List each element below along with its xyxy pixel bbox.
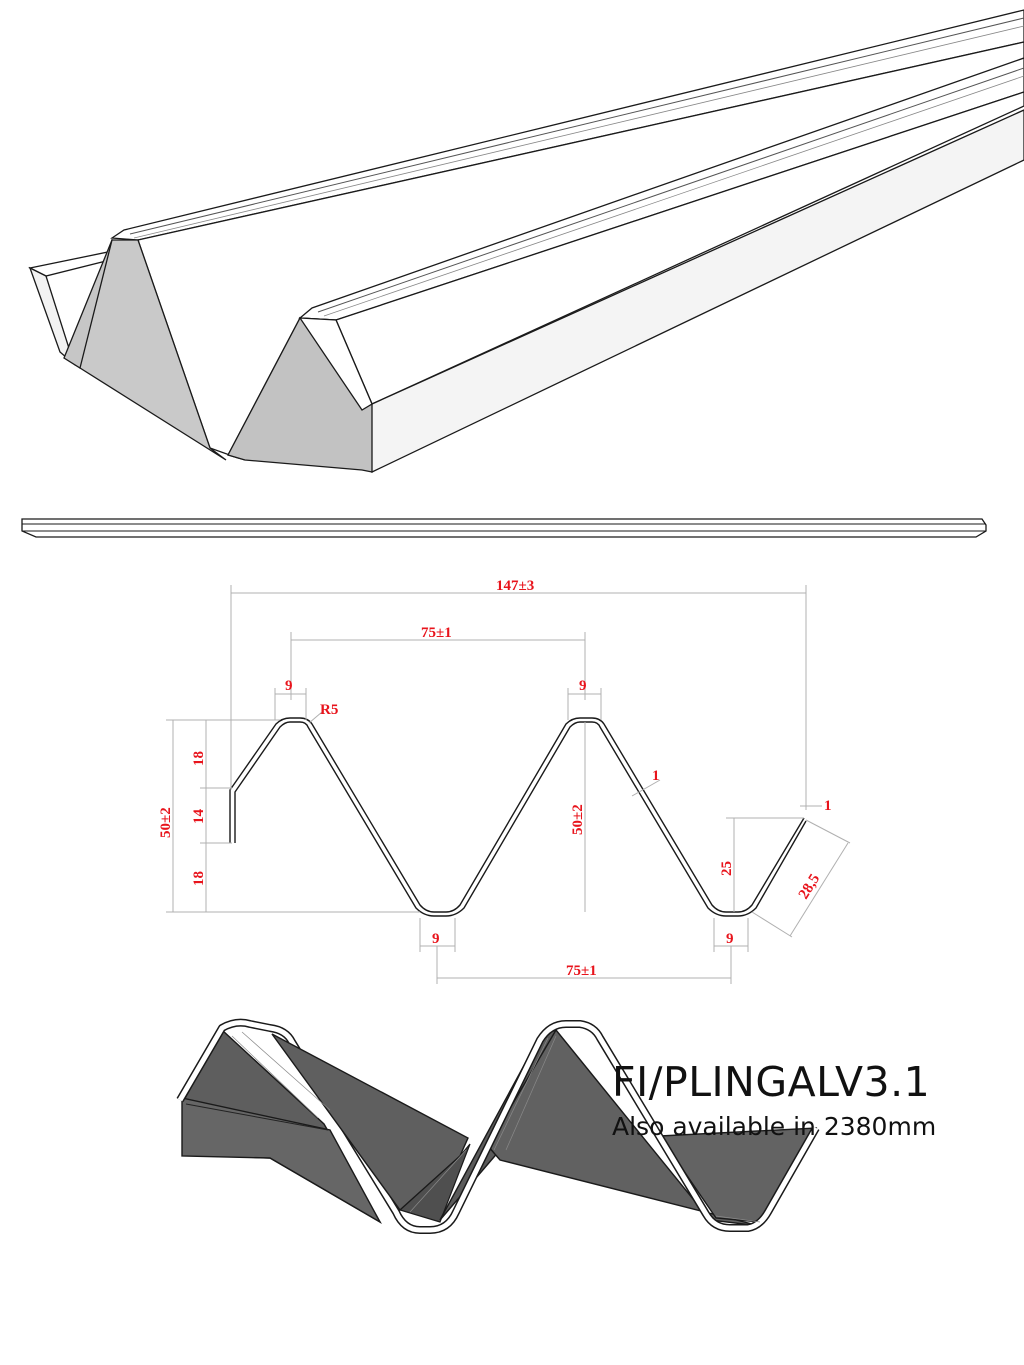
product-code: FI/PLINGALV3.1	[612, 1058, 931, 1106]
dim-height-left-label: 50±2	[158, 807, 174, 838]
dim-pitch-bottom-label: 75±1	[566, 963, 597, 979]
profile-outline-outer	[229, 717, 805, 913]
shade-line-1	[231, 1035, 319, 1119]
dim-end-height-label: 25	[719, 861, 735, 876]
product-availability-note: Also available in 2380mm	[612, 1112, 937, 1141]
ridge-1-edge-a	[129, 17, 1024, 235]
dim-trough-left-label: 9	[432, 931, 440, 947]
trough-center-face	[398, 1143, 471, 1223]
dim-thickness-web-label: 1	[652, 768, 660, 784]
dim-crest-left-label: 9	[285, 678, 293, 694]
dim-overall-label: 147±3	[496, 578, 534, 594]
dim-trough-right-label: 9	[726, 931, 734, 947]
dim-lip-middle-label: 14	[191, 809, 207, 825]
dim-end-slant-ext-a	[805, 819, 851, 844]
profile-outline-inner	[234, 721, 807, 917]
crest-left-rim-highlight	[177, 1020, 430, 1233]
ridge-1-left-face	[79, 239, 227, 461]
dim-lip-upper-label: 18	[191, 751, 207, 766]
shaded-end-view	[176, 1018, 820, 1234]
dim-crest-right-label: 9	[579, 678, 587, 694]
crest-right-rim-highlight	[429, 1021, 819, 1233]
shade-line-2	[241, 1031, 331, 1111]
dim-height-center-label: 50±2	[570, 804, 586, 835]
dim-end-slant-ext-b	[751, 911, 793, 938]
dim-thickness-edge-label: 1	[824, 798, 832, 814]
ridge-2-edge-a	[317, 67, 1024, 313]
dim-pitch-top-label: 75±1	[421, 625, 452, 641]
isometric-view	[28, 9, 1024, 473]
dim-thickness-web-leader	[631, 779, 661, 797]
ridge-2-edge-b	[323, 75, 1024, 317]
shade-line-6	[715, 1215, 761, 1223]
side-elevation-view	[21, 518, 987, 538]
cross-section-drawing: 147±3 75±1 9 9 R5 50±2 18 14 18 50±2 1 1…	[158, 578, 851, 984]
shade-line-4	[505, 1035, 557, 1151]
ridge-2-front-edge	[298, 317, 373, 411]
crest-right-back-face	[487, 1028, 761, 1227]
left-crease	[185, 1103, 329, 1131]
left-tall-face	[181, 1097, 382, 1224]
dim-lip-lower-label: 18	[191, 871, 207, 886]
ridge-1-edge-b	[133, 25, 1024, 239]
shade-line-3	[493, 1037, 549, 1151]
dim-radius-label: R5	[320, 702, 338, 718]
dim-radius-leader	[308, 711, 323, 724]
shade-line-5	[409, 1149, 467, 1213]
dim-end-slant-line	[789, 842, 849, 937]
